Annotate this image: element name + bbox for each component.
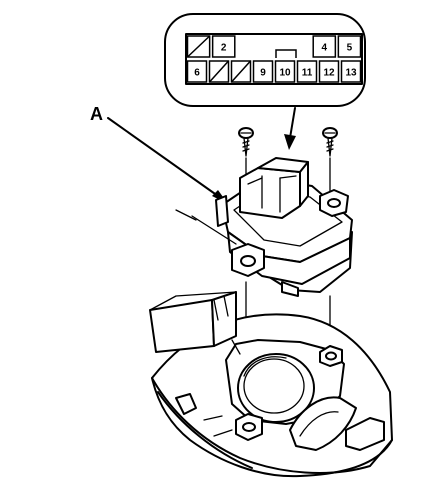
actuator-unit — [175, 157, 353, 297]
unused-pin-slash — [186, 35, 211, 58]
connector-pin-9: 9 — [252, 60, 274, 83]
connector-pin-13: 13 — [340, 60, 362, 83]
connector-pin-11: 11 — [296, 60, 318, 83]
pin-number-label: 13 — [345, 68, 357, 79]
unused-pin-slash — [208, 60, 230, 83]
connector-pin-2: 2 — [211, 35, 236, 58]
pin-number-label: 12 — [323, 68, 335, 79]
connector-pin-slot-bottom_row-2 — [230, 60, 252, 83]
pin-number-label: 11 — [302, 68, 313, 79]
unused-pin-slash — [230, 60, 252, 83]
pin-number-label: 6 — [194, 68, 200, 79]
mounting-screw-right — [322, 127, 338, 157]
pin-number-label: 2 — [221, 43, 227, 54]
connector-pin-10: 10 — [274, 60, 296, 83]
connector-latch-tab — [275, 49, 297, 58]
mounting-base — [149, 291, 393, 478]
mounting-screw-left — [238, 127, 254, 157]
callout-a-leader — [107, 117, 228, 204]
connector-pin-slot-bottom_row-1 — [208, 60, 230, 83]
connector-view-leader — [284, 107, 296, 150]
connector-pin-slot-top_row-0 — [186, 35, 211, 58]
connector-pin-6: 6 — [186, 60, 208, 83]
connector-pin-12: 12 — [318, 60, 340, 83]
connector-pin-5: 5 — [337, 35, 362, 58]
connector-pin-grid: 2 4 5 6 9 10 11 12 13 — [186, 35, 362, 83]
pin-number-label: 10 — [279, 68, 291, 79]
callout-label-a: A — [90, 104, 103, 124]
pin-number-label: 9 — [260, 68, 266, 79]
connector-pin-4: 4 — [312, 35, 337, 58]
pin-number-label: 5 — [347, 43, 353, 54]
connector-terminal-view: 2 4 5 6 9 10 11 12 13 — [164, 13, 366, 107]
pin-number-label: 4 — [322, 43, 328, 54]
